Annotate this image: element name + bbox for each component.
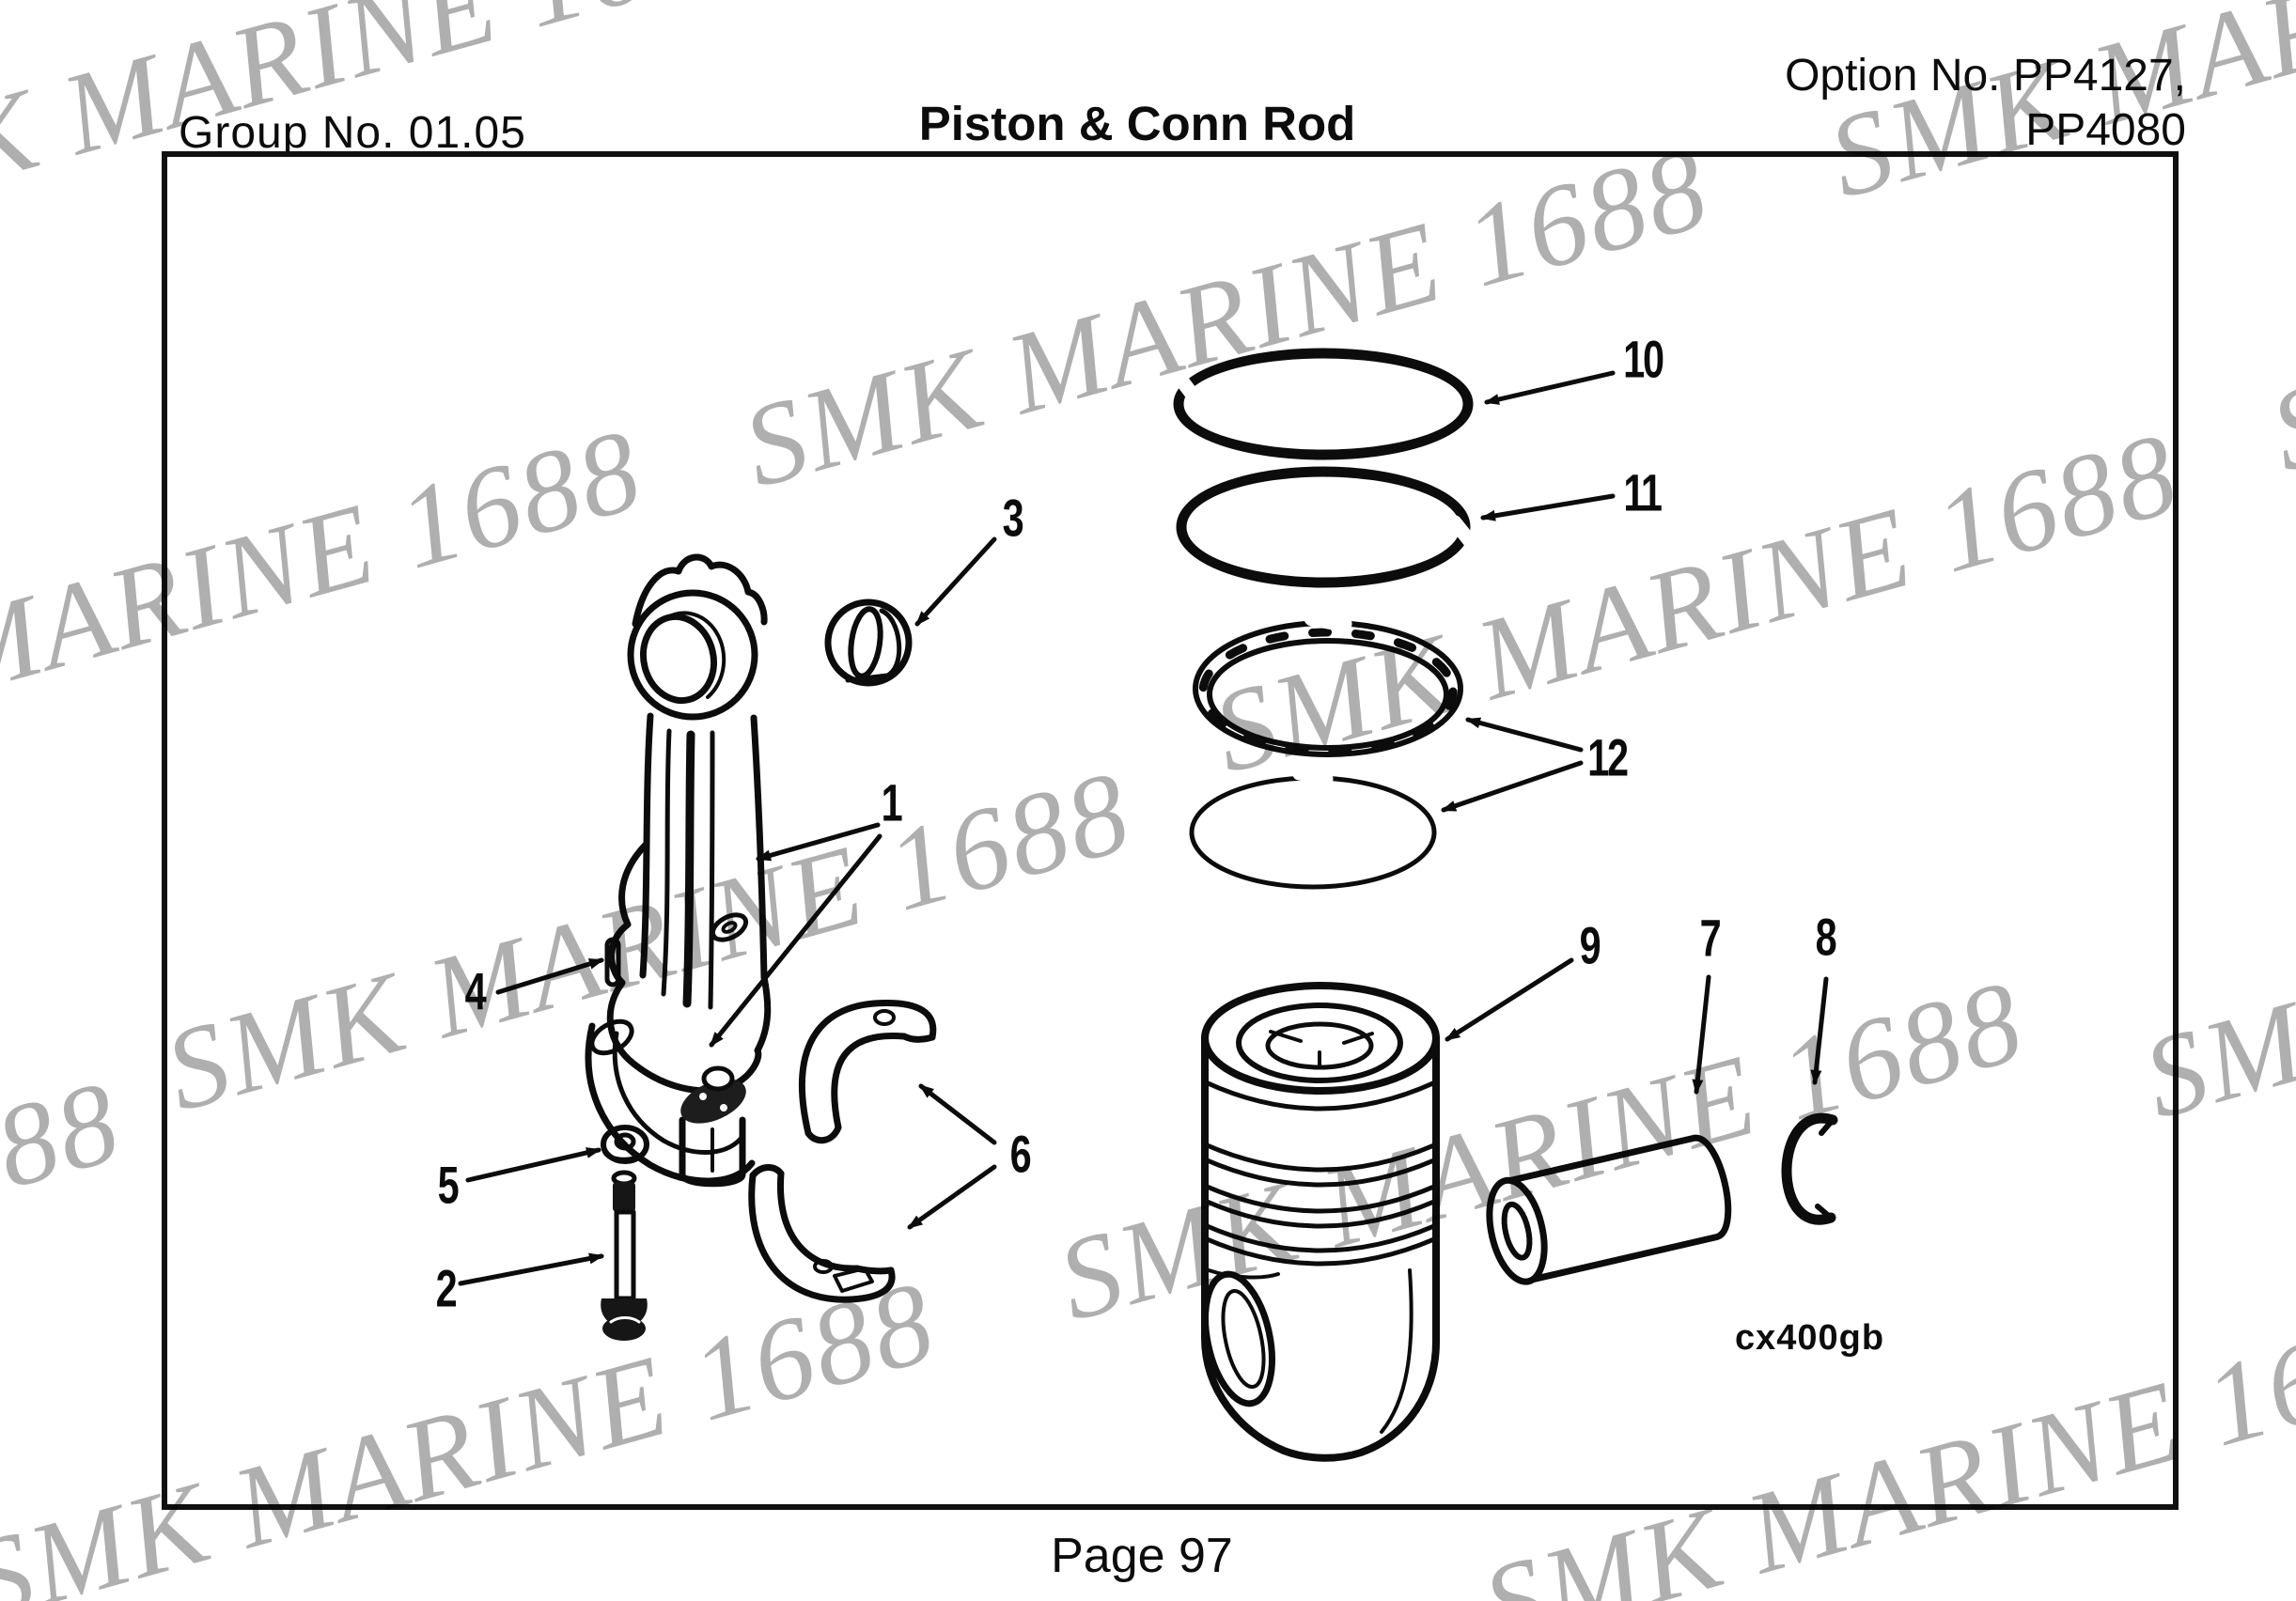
piston-rings-drawing: [1169, 348, 1485, 890]
rod-bolt-drawing: [601, 1170, 648, 1341]
figure-code: cx400gb: [1735, 1318, 1885, 1358]
snap-ring-drawing: [1781, 1112, 1838, 1225]
option-number: Option No. PP4127, PP4080: [1785, 49, 2186, 158]
callout-10: 10: [1623, 329, 1664, 389]
callout-arrows: [458, 370, 1829, 1286]
callout-11: 11: [1623, 462, 1663, 522]
callout-12: 12: [1587, 727, 1629, 787]
dowel-pin-drawing: [604, 937, 621, 987]
callout-3: 3: [1002, 488, 1024, 548]
callout-1: 1: [881, 772, 903, 832]
piston-pin-drawing: [1486, 1134, 1732, 1285]
page-number: Page 97: [1051, 1529, 1233, 1583]
callout-5: 5: [437, 1155, 460, 1215]
piston-drawing: [1201, 982, 1440, 1462]
page-title: Piston & Conn Rod: [918, 97, 1356, 150]
callout-4: 4: [464, 961, 487, 1021]
washer-drawing: [601, 1125, 649, 1164]
callout-2: 2: [435, 1258, 458, 1318]
callout-9: 9: [1579, 915, 1601, 975]
bearing-shells-drawing: [748, 1000, 937, 1303]
diagram-border: [162, 151, 2179, 1510]
callout-7: 7: [1699, 908, 1722, 968]
connecting-rod-drawing: [606, 553, 772, 1095]
option-number-line1: Option No. PP4127,: [1785, 51, 2186, 101]
rod-cap-drawing: [585, 1018, 756, 1188]
callout-6: 6: [1009, 1124, 1032, 1184]
group-number: Group No. 01.05: [179, 108, 526, 158]
callout-8: 8: [1815, 907, 1837, 967]
pin-bushing-drawing: [824, 598, 913, 687]
option-number-line2: PP4080: [2025, 105, 2186, 155]
